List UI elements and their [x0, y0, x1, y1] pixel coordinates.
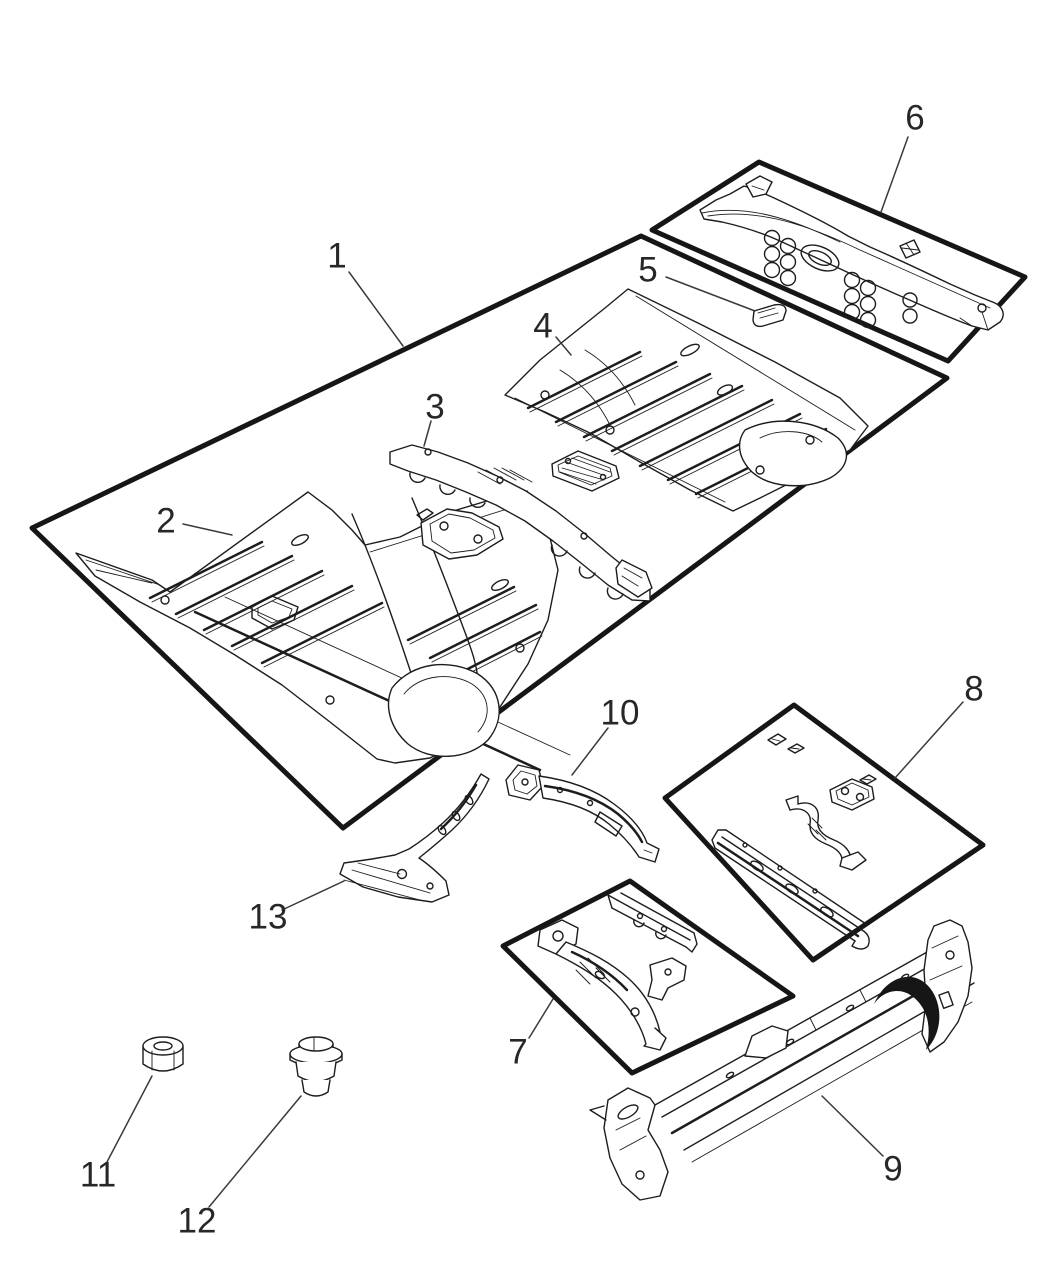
callout-number-6: 6	[905, 99, 924, 138]
callout-number-5: 5	[638, 251, 657, 290]
callout-number-11: 11	[80, 1156, 116, 1195]
body-plug	[289, 1036, 343, 1097]
front-floor-pan	[75, 490, 571, 772]
panel-outlines	[29, 159, 1028, 1076]
callout-leader-5	[665, 276, 756, 312]
callout-number-13: 13	[249, 898, 288, 937]
callout-number-1: 1	[327, 237, 346, 276]
callout-leader-10	[571, 727, 609, 776]
callout-number-4: 4	[533, 307, 552, 346]
callout-leader-8	[894, 701, 964, 779]
center-floor-rail-kit	[711, 733, 877, 950]
rear-floor-pan	[504, 288, 869, 512]
center-rail-outline	[662, 702, 986, 963]
callout-leader-7	[528, 998, 554, 1039]
callout-number-9: 9	[883, 1150, 902, 1189]
callout-number-7: 7	[508, 1033, 527, 1072]
floor-clip	[752, 303, 787, 328]
rear-seat-crossmember	[505, 764, 660, 863]
dash-panel-crossmember	[699, 175, 1004, 331]
front-crossmember-outline	[500, 878, 796, 1076]
callout-leader-11	[106, 1075, 153, 1163]
callout-leader-9	[821, 1095, 884, 1157]
callout-leader-4	[555, 336, 572, 356]
callout-leader-3	[423, 420, 432, 447]
callout-number-8: 8	[964, 670, 983, 709]
callout-leader-13	[281, 880, 345, 911]
front-seat-crossmember-kit	[537, 892, 698, 1051]
callout-leader-2	[182, 523, 233, 536]
callout-number-10: 10	[601, 694, 640, 733]
callout-number-2: 2	[156, 502, 175, 541]
callout-number-3: 3	[425, 388, 444, 427]
callout-leader-12	[208, 1095, 302, 1208]
callout-leader-1	[348, 271, 404, 347]
dash-crossmember-outline	[649, 159, 1028, 364]
hex-nut	[142, 1036, 184, 1072]
callout-leader-6	[880, 136, 909, 213]
sill-panel	[589, 919, 975, 1201]
main-floor-assembly-outline	[29, 233, 950, 831]
callout-number-12: 12	[178, 1202, 217, 1241]
front-floor-crossmember	[339, 773, 490, 903]
floor-pan-crossmember	[389, 444, 653, 602]
